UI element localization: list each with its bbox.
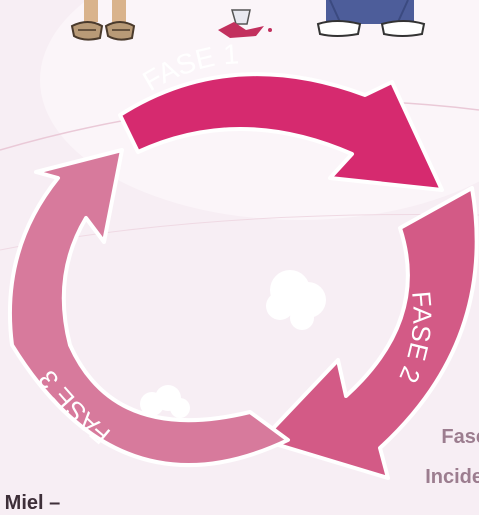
side-label-incide: Incide xyxy=(425,466,479,489)
side-label-fase: Fase xyxy=(441,426,479,449)
side-label-miel: e Miel – xyxy=(0,492,60,515)
